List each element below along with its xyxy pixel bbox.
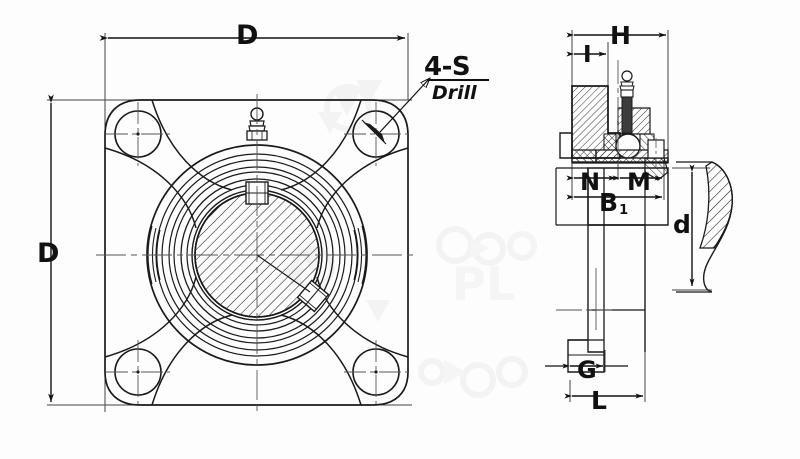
- grease-fitting-side: [619, 70, 635, 134]
- dimension-label-I: I: [583, 42, 592, 68]
- dimension-label-B-main: B: [599, 188, 619, 217]
- center-lines: [96, 94, 418, 416]
- svg-text:L: L: [486, 257, 515, 311]
- note-hole-callout: 4-S: [424, 52, 471, 82]
- dimension-label-N: N: [580, 168, 601, 196]
- svg-text:P: P: [452, 257, 486, 311]
- dimension-label-L: L: [591, 386, 607, 415]
- dimension-label-B: B1: [599, 188, 629, 218]
- dimension-label-d: d: [673, 210, 691, 239]
- dimension-label-H: H: [610, 21, 631, 50]
- set-screw-side: [644, 138, 669, 181]
- dimension-label-B-subscript: 1: [619, 203, 629, 218]
- bolt-hole-top-right: [344, 102, 408, 166]
- bearing-insert-section: [571, 107, 669, 164]
- shaft-collar-body: [555, 167, 669, 373]
- dimension-label-M: M: [627, 168, 651, 196]
- bolt-hole-bottom-right: [344, 340, 408, 404]
- dimension-label-D-left: D: [37, 238, 60, 269]
- flange-scallops: [104, 99, 409, 406]
- flange-square-body: [104, 99, 409, 406]
- set-screw-axis-line: [256, 254, 311, 293]
- bolt-hole-top-left: [106, 102, 170, 166]
- side-view: [545, 30, 733, 402]
- dimension-label-G: G: [577, 356, 597, 384]
- front-view: [47, 33, 489, 416]
- note-hole-callout-drill: Drill: [432, 82, 477, 104]
- leader-line-4s: [379, 78, 489, 133]
- watermark-group: P L: [283, 80, 537, 398]
- shaft-break-section: [676, 161, 733, 293]
- bolt-holes: [106, 102, 408, 404]
- dimension-label-D-top: D: [236, 20, 259, 51]
- bolt-hole-bottom-left: [106, 340, 170, 404]
